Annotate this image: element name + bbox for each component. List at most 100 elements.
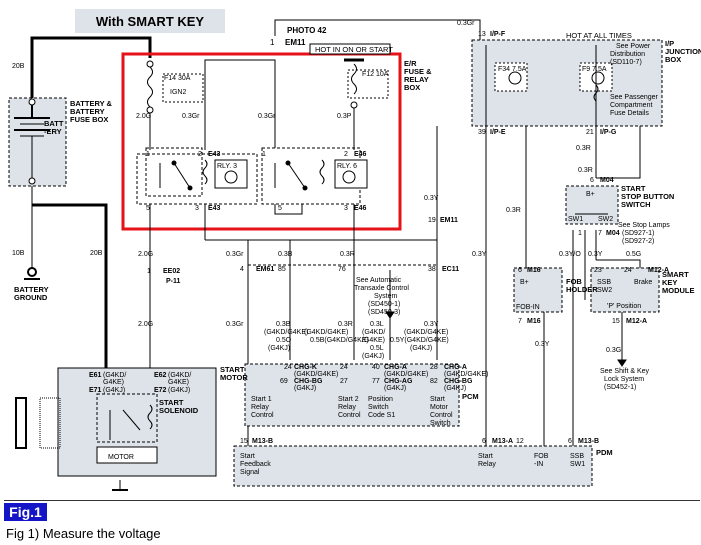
connector-label: M12-A <box>626 318 647 325</box>
wire-label: 0.5O <box>276 337 292 344</box>
component-label: -ERY <box>44 127 62 136</box>
er-fuse-relay-highlight <box>121 52 402 231</box>
component-label: JUNCTION <box>665 47 701 56</box>
connector-label: E43 <box>208 205 221 212</box>
connector-label: E62 <box>154 372 167 379</box>
wire-label: 0.3Y <box>535 341 550 348</box>
pdm-function: Start <box>240 453 255 460</box>
wire-label: (G4KJ) <box>168 387 190 394</box>
connector-label: E46 <box>354 205 367 212</box>
component-label: I/P <box>665 39 674 48</box>
pcm-function: Control <box>251 412 274 419</box>
pcm-function: Motor <box>430 404 449 411</box>
wire-label: G4KE) <box>103 379 124 386</box>
pcm-pin-label: (G4KD/G4KE) <box>444 371 488 378</box>
pin-number: 85 <box>278 266 286 273</box>
component-label: START <box>159 398 184 407</box>
component-label: MOTOR <box>108 454 134 461</box>
pcm-function: Code S1 <box>368 412 395 419</box>
component-label: FOB <box>566 277 582 286</box>
pin-number: 3 <box>344 205 348 212</box>
wire-label: 0.3Y <box>424 195 439 202</box>
pin-number: 1 <box>262 151 266 158</box>
fuse-label: F14 30A <box>164 75 191 82</box>
pcm-box <box>244 363 460 427</box>
wire-label: 0.5B(G4KD/G4KE) <box>310 337 369 344</box>
connector-label: M04 <box>600 177 614 184</box>
pin-number: 28 <box>430 364 438 371</box>
battery-fuse-box <box>8 97 67 187</box>
connector-label: I/P-G <box>600 129 617 136</box>
wire-label: 0.3Gr <box>226 251 244 258</box>
wire-label: 0.3Gr <box>226 321 244 328</box>
pcm-pin-label: (G4KJ) <box>294 385 316 392</box>
pin-number: 21 <box>586 129 594 136</box>
figure-divider <box>4 500 700 501</box>
connector-label: E72 <box>154 387 167 394</box>
component-label: B+ <box>586 191 595 198</box>
pin-number: 2 <box>198 151 202 158</box>
pdm-function: -IN <box>534 461 543 468</box>
component-label: SOLENOID <box>159 406 199 415</box>
wire-label: 0.5Y(G4KD/G4KE) <box>390 337 449 344</box>
connector-label: M13-B <box>578 438 599 445</box>
pdm-function: Start <box>478 453 493 460</box>
pin-number: 6 <box>568 438 572 445</box>
connector-label: M16 <box>527 267 541 274</box>
pcm-pin-label: CHG-AG <box>384 378 413 385</box>
pcm-function: Switch <box>368 404 389 411</box>
wire-label: 0.3R <box>506 207 521 214</box>
pcm-pin-label: CHG-K <box>294 364 317 371</box>
pdm-function: FOB <box>534 453 549 460</box>
pcm-pin-label: CHG-BG <box>294 378 323 385</box>
pdm-function: Relay <box>478 461 496 468</box>
wire-label: (G4KJ) <box>362 353 384 360</box>
pin-number: 15 <box>240 438 248 445</box>
component-label: BATTERY & <box>70 99 113 108</box>
pcm-function: Start 2 <box>338 396 359 403</box>
pcm-pin-label: CHG-BG <box>444 378 473 385</box>
connector-label: M13-A <box>492 438 513 445</box>
pin-number: 23 <box>594 267 602 274</box>
wire-label: 0.3Y <box>424 321 439 328</box>
wire-label: 10B <box>12 250 25 257</box>
component-label: PCM <box>462 392 479 401</box>
component-label: MOTOR <box>220 373 248 382</box>
note-text: Compartment <box>610 102 652 109</box>
component-label: BOX <box>404 83 420 92</box>
pin-number: 24 <box>284 364 292 371</box>
connector-label: E46 <box>354 151 367 158</box>
note-text: System <box>374 293 398 300</box>
component-label: KEY <box>662 278 677 287</box>
component-label: Brake <box>634 279 652 286</box>
pin-number: 1 <box>578 230 582 237</box>
wire-label: (G4KD/G4KE) <box>404 329 448 336</box>
note-text: See Power <box>616 43 651 50</box>
wire-label: 0.5G <box>626 251 641 258</box>
component-label: BATT <box>44 119 64 128</box>
wire-label: (G4KD/ <box>168 372 191 379</box>
note-text: See Passenger <box>610 94 659 101</box>
component-label: BOX <box>665 55 681 64</box>
pin-number: 2 <box>344 151 348 158</box>
note-text: See Automatic <box>356 277 402 284</box>
relay-label: RLY. 3 <box>217 163 237 170</box>
connector-label: E71 <box>89 387 102 394</box>
wire-label: (G4KJ) <box>268 345 290 352</box>
pin-number: 6 <box>518 267 522 274</box>
pin-number: 24 <box>624 267 632 274</box>
pin-number: 19 <box>428 217 436 224</box>
fuse-label: F34 7.5A <box>498 66 527 73</box>
wire-label: 0.3P <box>337 113 352 120</box>
pin-number: 5 <box>278 205 282 212</box>
figure-caption: Fig 1) Measure the voltage <box>6 526 161 541</box>
pdm-function: SW1 <box>570 461 585 468</box>
pin-number: 6 <box>590 177 594 184</box>
connector-label: EM11 <box>440 217 458 224</box>
pin-number: 27 <box>340 378 348 385</box>
pdm-function: Signal <box>240 469 260 476</box>
wire-label: 0.3Y <box>588 251 603 258</box>
component-label: MODULE <box>662 286 695 295</box>
pin-number: 13 <box>478 31 486 38</box>
component-label: GROUND <box>14 293 48 302</box>
